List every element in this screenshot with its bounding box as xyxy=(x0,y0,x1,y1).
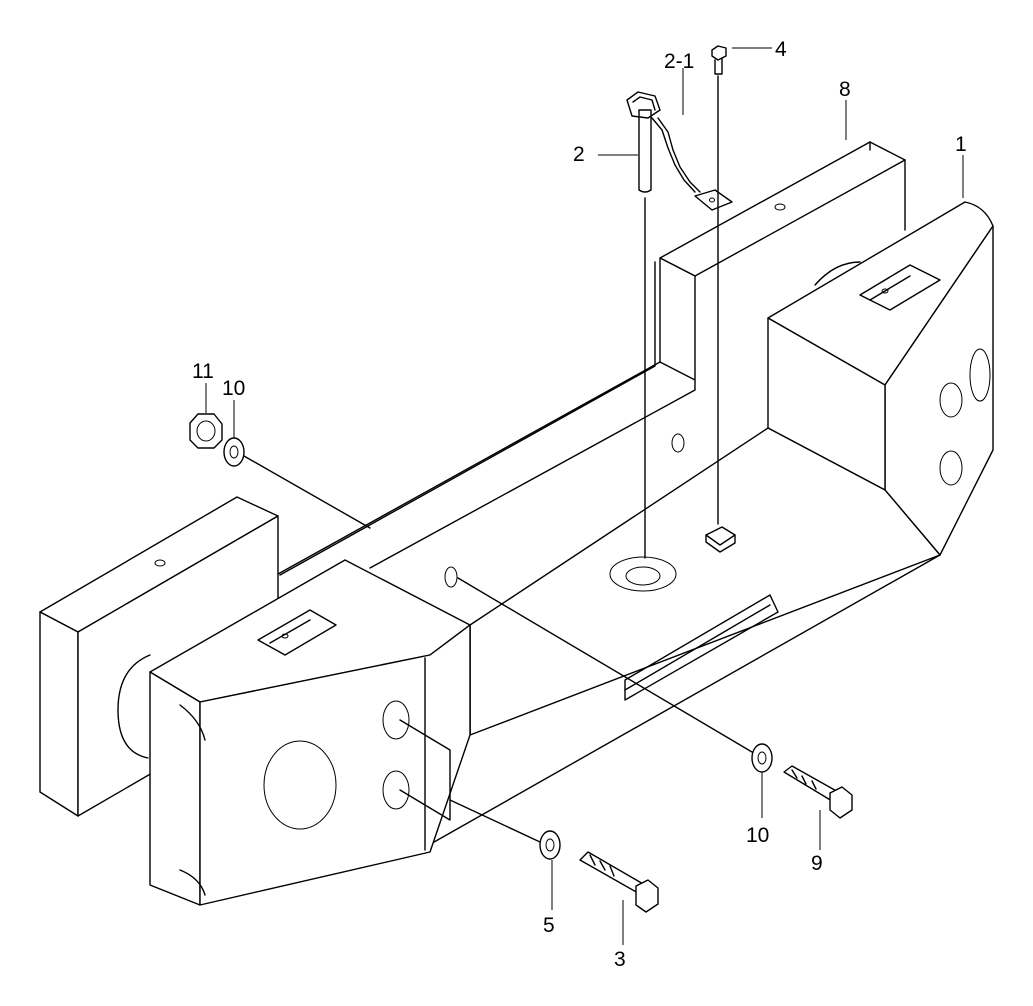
part-8-rear-block xyxy=(277,141,906,576)
callout-10-upper: 10 xyxy=(222,377,245,400)
part-10-washer-lower xyxy=(751,743,773,773)
part-9-bolt xyxy=(783,765,853,819)
callout-2: 2 xyxy=(573,143,585,166)
callout-11: 11 xyxy=(192,360,214,383)
leader-lines xyxy=(205,47,964,945)
part-2-pin xyxy=(626,91,661,559)
part-2-1-chain xyxy=(651,117,733,211)
callout-8: 8 xyxy=(839,78,851,101)
callout-2-1: 2-1 xyxy=(664,50,694,73)
callout-9: 9 xyxy=(811,852,823,875)
part-5-washer xyxy=(539,830,561,860)
part-3-bolt xyxy=(579,851,659,913)
part-10-washer-upper xyxy=(223,437,245,467)
callout-10-lower: 10 xyxy=(746,824,769,847)
part-4-bolt xyxy=(711,45,727,525)
callout-4: 4 xyxy=(775,38,787,61)
part-11-nut xyxy=(189,413,223,449)
callout-1: 1 xyxy=(955,133,967,156)
callout-5: 5 xyxy=(543,914,555,937)
part-1-main-frame xyxy=(149,201,994,906)
callout-3: 3 xyxy=(614,948,626,971)
